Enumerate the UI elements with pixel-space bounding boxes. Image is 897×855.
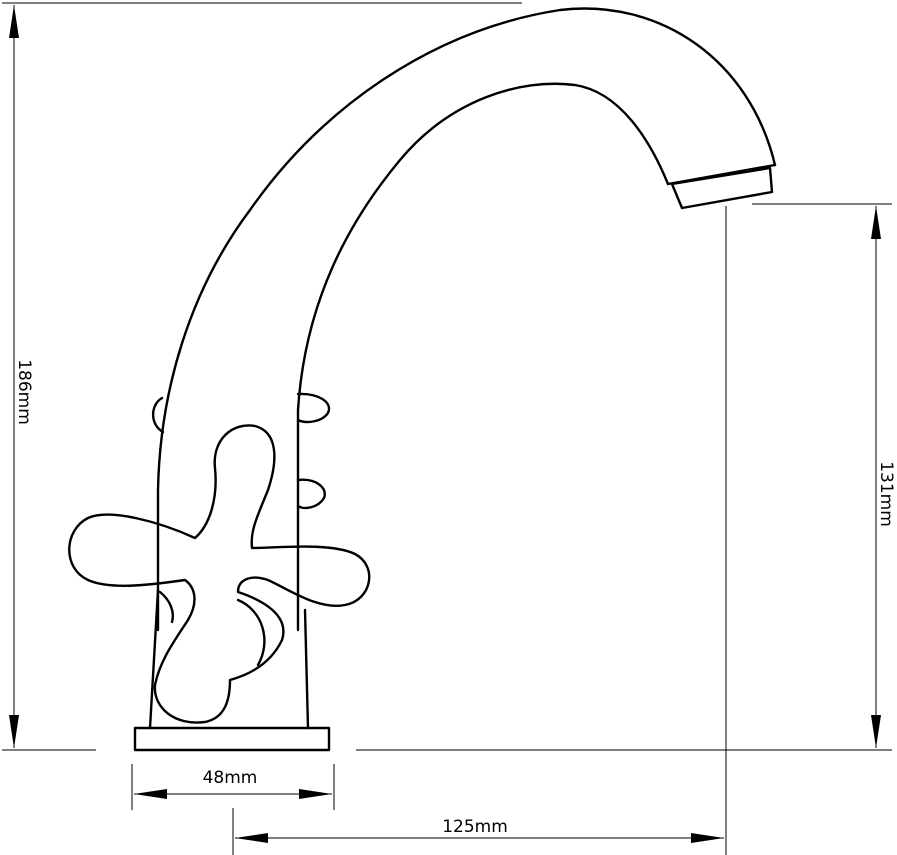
total-height-label: 186mm bbox=[14, 359, 34, 425]
reach-label: 125mm bbox=[442, 817, 508, 837]
dimension-total-height: 186mm bbox=[9, 5, 34, 748]
dimension-spout-height: 131mm bbox=[871, 206, 896, 748]
cross-handle bbox=[68, 424, 371, 724]
rear-lever-stubs bbox=[151, 392, 331, 510]
base-width-label: 48mm bbox=[203, 768, 258, 788]
tap-spout bbox=[156, 7, 777, 632]
dimension-base-width: 48mm bbox=[134, 768, 332, 799]
spout-height-label: 131mm bbox=[876, 461, 896, 527]
dimension-reach: 125mm bbox=[235, 817, 724, 843]
base-plate bbox=[133, 726, 331, 752]
tap-lower-body bbox=[148, 588, 310, 730]
